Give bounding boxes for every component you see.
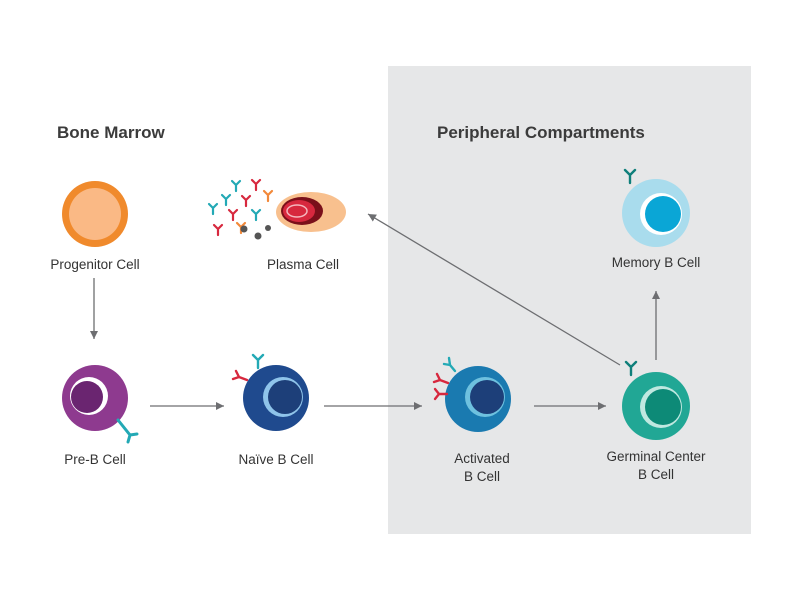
germinal-center-b-cell-label: Germinal Center B Cell (596, 448, 716, 484)
antigen-particles-icon (240, 225, 271, 240)
activated-b-cell-label: Activated B Cell (432, 450, 532, 486)
secreted-antibodies-icon (207, 178, 274, 237)
peripheral-compartment-panel (388, 66, 751, 534)
activated-b-cell-icon (432, 356, 511, 432)
naive-b-cell-label: Naïve B Cell (238, 452, 314, 467)
germinal-center-b-cell-icon (622, 360, 690, 440)
activated-label-line2: B Cell (463, 469, 500, 484)
progenitor-cell-icon (62, 181, 128, 247)
arrow-germinal-to-plasma (367, 213, 621, 366)
germinal-label-line2: B Cell (637, 467, 674, 482)
plasma-cell-icon (276, 192, 346, 232)
pre-b-cell-label: Pre-B Cell (64, 452, 126, 467)
pre-b-cell-icon (62, 365, 139, 444)
peripheral-compartments-heading: Peripheral Compartments (437, 123, 645, 142)
germinal-label-line1: Germinal Center (606, 449, 706, 464)
activated-label-line1: Activated (454, 451, 510, 466)
plasma-cell-label: Plasma Cell (266, 257, 340, 272)
memory-b-cell-icon (622, 168, 690, 247)
bone-marrow-heading: Bone Marrow (57, 123, 165, 142)
naive-b-cell-icon (231, 353, 309, 431)
memory-b-cell-label: Memory B Cell (611, 255, 701, 270)
progenitor-cell-label: Progenitor Cell (50, 257, 140, 272)
